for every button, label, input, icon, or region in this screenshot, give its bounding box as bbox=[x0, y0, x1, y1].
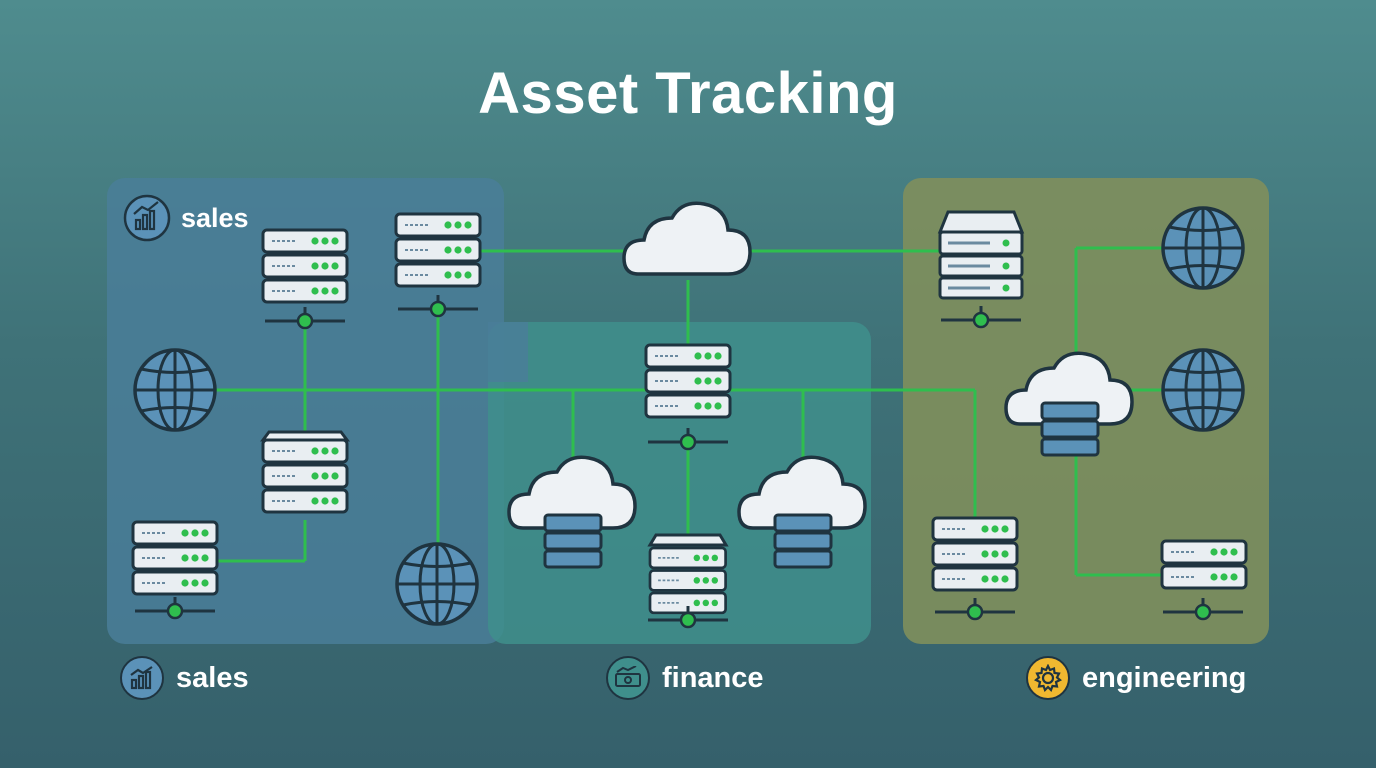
network-links bbox=[216, 246, 1165, 577]
group-label-finance: finance bbox=[606, 656, 764, 700]
server-engineering-top[interactable] bbox=[937, 210, 1025, 329]
group-label-sales-text: sales bbox=[176, 661, 249, 694]
group-label-engineering-text: engineering bbox=[1082, 661, 1247, 694]
gear-icon bbox=[1026, 656, 1070, 700]
globe-sales-2[interactable] bbox=[395, 542, 479, 626]
globe-engineering-2[interactable] bbox=[1161, 348, 1245, 432]
server-finance-bottom[interactable] bbox=[646, 533, 730, 629]
money-icon bbox=[606, 656, 650, 700]
page-title: Asset Tracking bbox=[478, 61, 898, 126]
globe-sales-1[interactable] bbox=[133, 348, 217, 432]
globe-engineering-1[interactable] bbox=[1161, 206, 1245, 290]
sales-finance-bridge bbox=[488, 322, 528, 382]
group-label-engineering: engineering bbox=[1026, 656, 1246, 700]
sales-inner-badge bbox=[123, 194, 171, 242]
group-label-sales: sales bbox=[120, 656, 249, 700]
server-sales-3[interactable] bbox=[260, 430, 350, 514]
cloud-central[interactable] bbox=[622, 201, 752, 276]
sales-inner-label: sales bbox=[181, 203, 249, 233]
server-engineering-bottom-right[interactable] bbox=[1160, 539, 1248, 621]
chart-up-icon bbox=[120, 656, 164, 700]
group-label-finance-text: finance bbox=[662, 661, 764, 694]
